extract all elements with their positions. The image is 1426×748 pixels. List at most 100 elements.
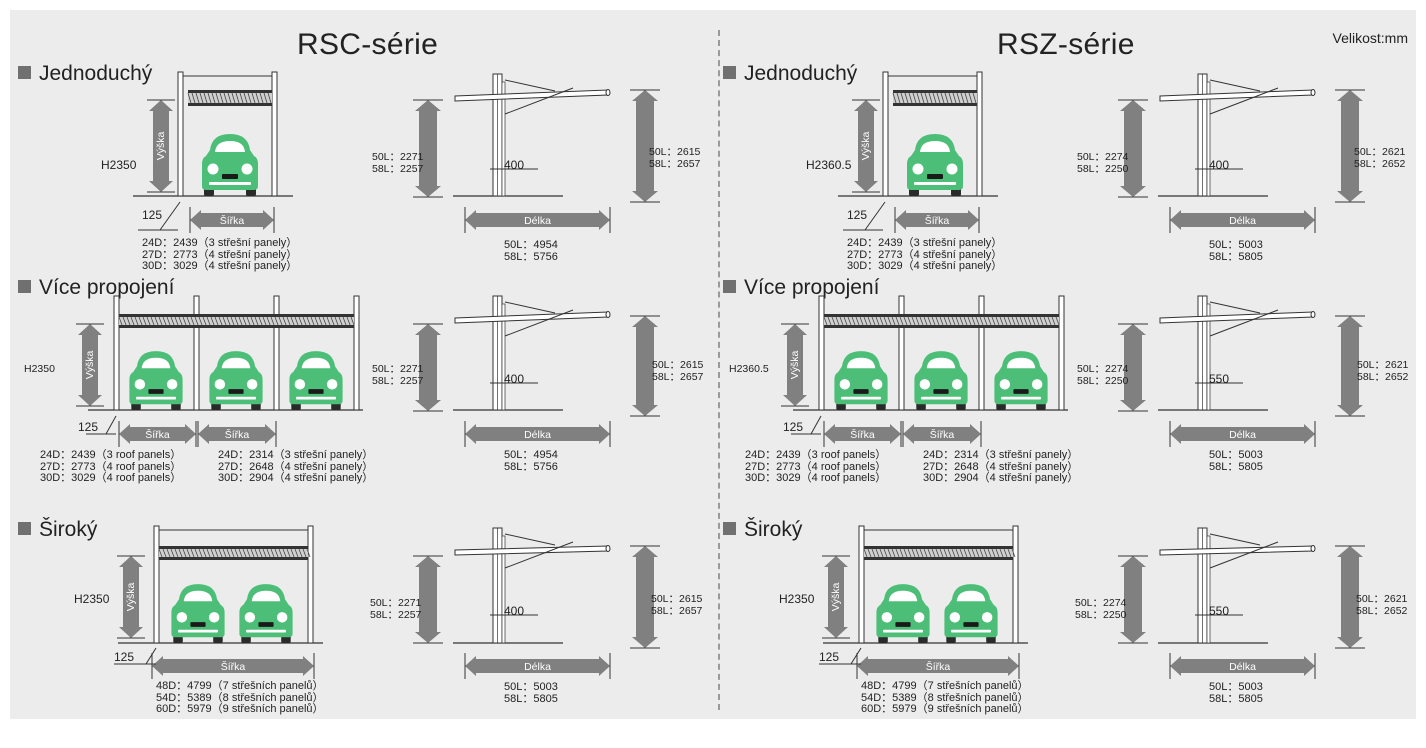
section-label: Více propojení (18, 276, 174, 300)
post-depth: 550 (1209, 604, 1230, 618)
height-arrow (1120, 100, 1146, 197)
length-spec: 58L：5756 (504, 250, 558, 263)
post (273, 295, 280, 411)
width-word: Šířka (925, 214, 950, 227)
car-icon (129, 351, 183, 410)
width-arrow (1170, 210, 1315, 230)
right-height-spec: 50L：2621 (1354, 146, 1406, 158)
width-arrow (190, 210, 274, 230)
right-height-spec: 50L：2615 (652, 359, 704, 371)
width-spec-a: 27D：2773（4 roof panels） (745, 460, 887, 473)
height-arrow (1120, 324, 1146, 411)
bullet-square-icon (18, 66, 31, 79)
post (193, 295, 200, 411)
post-depth: 550 (1209, 372, 1230, 386)
car-icon (876, 584, 930, 643)
width-arrow (152, 656, 314, 676)
height-arrow (149, 100, 173, 192)
width-word: Délka (1229, 661, 1256, 673)
length-spec: 58L：5805 (1209, 460, 1263, 473)
section-label-text: Více propojení (39, 276, 175, 299)
width-arrow (465, 656, 610, 676)
right-height-spec: 50L：2621 (1356, 593, 1408, 605)
width-arrow (857, 656, 1019, 676)
width-spec: 60D：5979（9 střešních panelů） (156, 703, 324, 715)
front-height: H2350 (74, 592, 110, 606)
car-icon (907, 134, 963, 196)
height-arrow (1337, 316, 1363, 416)
right-height-spec: 58L：2652 (1356, 604, 1408, 617)
roof-beam (188, 90, 272, 93)
width-arrow (465, 424, 610, 444)
section-label: Široký (723, 518, 802, 542)
post (153, 525, 160, 644)
height-arrow (632, 90, 658, 202)
roof-beam (864, 546, 1013, 549)
post (177, 71, 184, 197)
width-word: Šířka (225, 428, 250, 441)
width-spec: 24D：2439（3 střešní panely） (142, 237, 298, 249)
left-height-spec: 50L：2274 (1077, 151, 1129, 163)
width-spec: 24D：2439（3 střešní panely） (847, 237, 1003, 249)
section-label-text: Více propojení (744, 276, 880, 299)
width-arrow (903, 424, 981, 444)
post (882, 71, 889, 197)
section-label: Široký (18, 518, 97, 542)
height-word: Výška (84, 351, 96, 380)
post (818, 295, 825, 411)
right-height-spec: 58L：2652 (1354, 157, 1406, 170)
width-arrow (1170, 656, 1315, 676)
right-height-spec: 50L：2615 (651, 593, 703, 605)
section-label-text: Jednoduchý (39, 62, 153, 85)
height-word: Výška (125, 583, 137, 612)
width-spec-b: 24D：2314（3 střešní panely） (923, 449, 1079, 461)
left-height-spec: 50L：2271 (370, 597, 422, 609)
width-word: Délka (1229, 215, 1256, 227)
width-spec-a: 24D：2439（3 roof panels） (40, 449, 182, 461)
post-depth: 400 (504, 604, 525, 618)
width-spec: 27D：2773（4 střešní panely） (847, 248, 1003, 261)
front-height: H2360.5 (806, 158, 852, 172)
width-spec: 30D：3029（4 střešní panely） (847, 260, 1003, 272)
car-icon (914, 351, 968, 410)
side-beam (1159, 545, 1314, 556)
left-height-spec: 50L：2274 (1077, 363, 1129, 375)
height-word: Výška (830, 583, 842, 612)
left-height-spec: 58L：2257 (372, 374, 424, 387)
width-spec: 60D：5979（9 střešních panelů） (861, 703, 1029, 715)
width-spec-a: 27D：2773（4 roof panels） (40, 460, 182, 473)
post (898, 295, 905, 411)
width-spec-b: 27D：2648（4 střešní panely） (218, 460, 374, 473)
length-spec: 50L：4954 (504, 239, 558, 251)
car-icon (289, 351, 343, 410)
height-arrow (415, 100, 441, 197)
height-word: Výška (860, 132, 872, 161)
post-offset: 125 (847, 208, 868, 222)
width-spec: 30D：3029（4 střešní panely） (142, 260, 298, 272)
side-beam (1159, 311, 1314, 324)
height-arrow (1337, 546, 1363, 648)
section-label: Jednoduchý (723, 62, 857, 86)
left-height-spec: 58L：2250 (1075, 608, 1127, 621)
post-depth: 400 (504, 372, 525, 386)
left-height-spec: 58L：2257 (370, 608, 422, 621)
section-label: Více propojení (723, 276, 879, 300)
width-word: Šířka (850, 428, 875, 441)
left-height-spec: 50L：2271 (372, 151, 424, 163)
rsc-series-title: RSC-série (297, 28, 439, 61)
car-icon (994, 351, 1048, 410)
roof-beam (824, 314, 1059, 317)
width-spec: 54D：5389（8 střešních panelů） (861, 691, 1029, 704)
length-spec: 58L：5756 (504, 460, 558, 473)
width-spec-a: 30D：3029（4 roof panels） (40, 472, 182, 484)
post (307, 525, 314, 644)
width-arrow (119, 424, 196, 444)
width-spec-b: 27D：2648（4 střešní panely） (923, 460, 1079, 473)
